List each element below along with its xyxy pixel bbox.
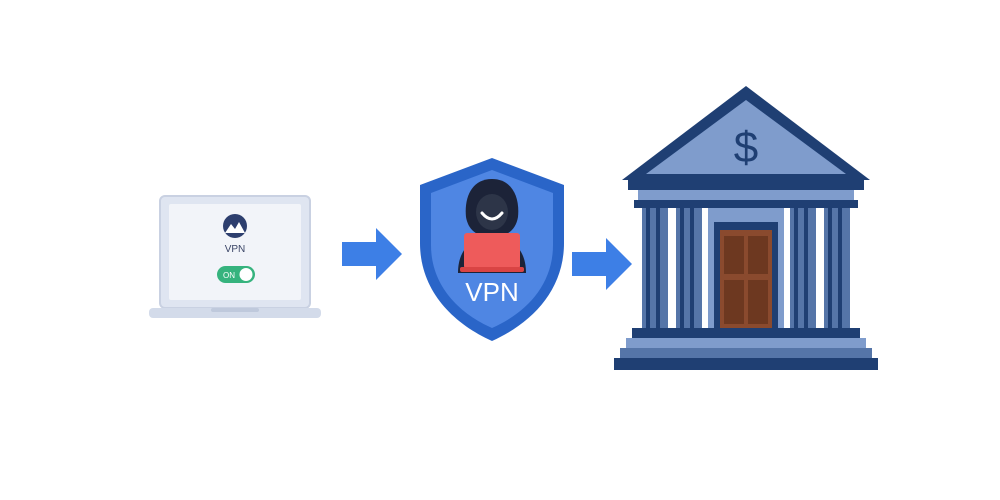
bank-door [714,222,778,328]
laptop-graphic: VPN ON [149,195,321,318]
arrow-right-icon [572,238,632,290]
arrow-shield-to-bank [570,236,634,292]
shield-vpn-label: VPN [465,277,518,307]
laptop-vpn-label: VPN [225,244,246,255]
vpn-toggle[interactable]: ON [217,266,255,283]
bank-icon: $ [614,86,878,370]
dollar-sign: $ [734,123,758,172]
vpn-shield: VPN [412,155,572,345]
arrow-right-icon [342,228,402,280]
bank-columns [642,208,850,328]
hacker-laptop-icon [460,233,524,272]
vpn-logo-icon [223,214,247,238]
bank-steps [614,328,878,370]
arrow-laptop-to-shield [340,226,404,282]
shield-icon: VPN [420,158,564,341]
bank: $ [612,80,880,378]
toggle-on-label: ON [223,271,235,280]
bank-roof [622,86,870,190]
laptop: VPN ON [145,192,325,327]
